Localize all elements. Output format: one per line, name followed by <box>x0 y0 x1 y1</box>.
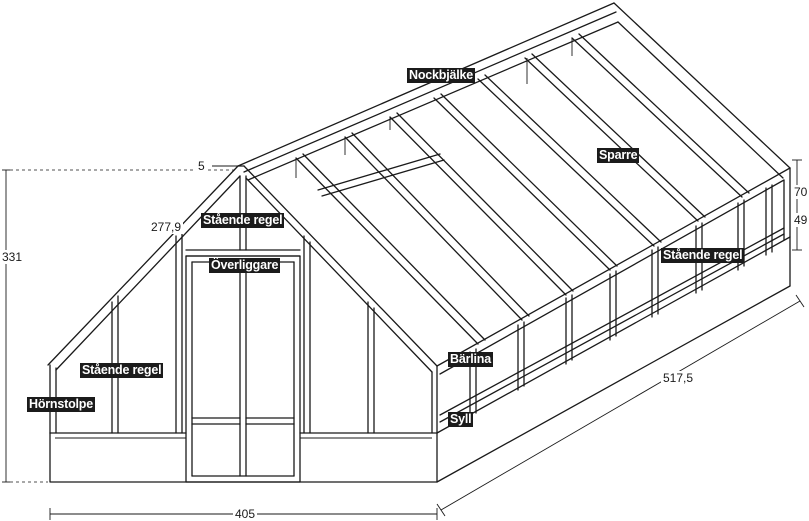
label-nockbjalke: Nockbjälke <box>407 68 476 83</box>
dim-gable-slope: 277,9 <box>149 220 184 234</box>
label-overliggare: Överliggare <box>209 258 281 273</box>
side-wall <box>436 167 791 483</box>
label-staende-regel-front: Stående regel <box>201 213 285 228</box>
label-barlina: Bärlina <box>448 352 493 367</box>
dim-length-side: 517,5 <box>661 371 696 385</box>
roof <box>237 2 791 375</box>
label-sparre: Sparre <box>597 148 640 163</box>
label-staende-regel-low: Stående regel <box>80 363 164 378</box>
dim-width-front: 405 <box>233 507 258 521</box>
dimension-lines <box>2 159 805 520</box>
label-syll: Syll <box>448 412 474 427</box>
front-gable <box>47 165 438 483</box>
door <box>185 255 301 483</box>
dim-height-total: 331 <box>0 250 25 264</box>
dim-wall-upper: 49 <box>792 213 809 227</box>
dim-ridge-offset: 5 <box>196 159 207 173</box>
label-hornstolpe: Hörnstolpe <box>27 397 95 412</box>
dim-roof-rise: 70 <box>792 185 809 199</box>
label-staende-regel-side: Stående regel <box>661 248 745 263</box>
